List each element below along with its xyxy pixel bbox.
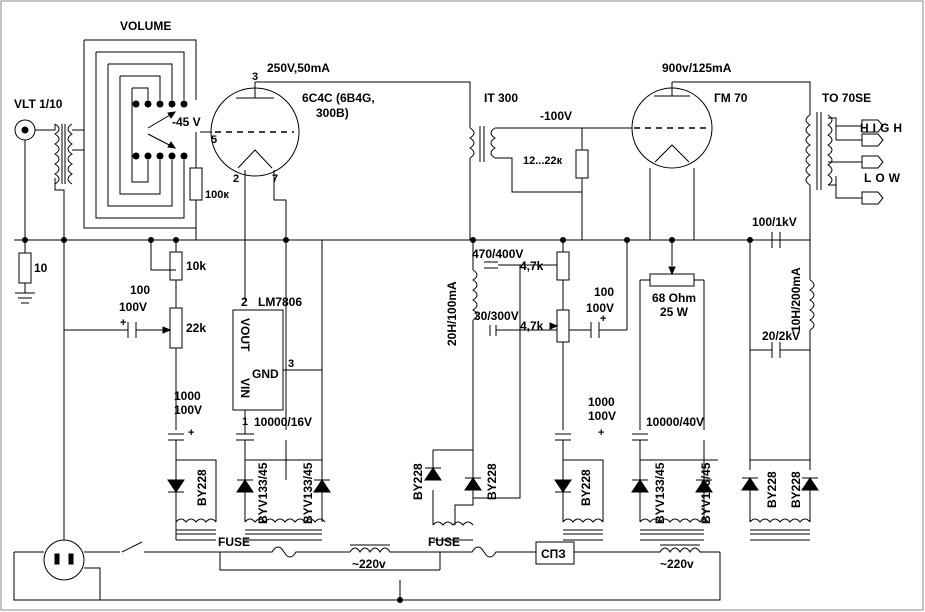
mains1-label: ~220v <box>352 557 386 571</box>
reg-pin3: 3 <box>288 358 294 370</box>
r-12-22k-label: 12...22к <box>523 155 563 167</box>
v2-plate-label: 900v/125mA <box>662 61 732 75</box>
supply-bias2: + 100 100V 1000 100V + BY228 <box>554 240 628 535</box>
cap-100b-v-label: 100V <box>586 301 614 315</box>
r-4k7a-label: 4,7k <box>520 259 544 273</box>
high-label: HIGH <box>860 121 906 135</box>
v1-name-2: 300B) <box>316 106 349 120</box>
volume-attenuator: VOLUME <box>72 19 197 229</box>
fuse2-label: FUSE <box>428 535 460 549</box>
v1-plate-label: 250V,50mA <box>267 61 330 75</box>
v1-pin3: 3 <box>252 71 258 83</box>
reg-name: LM7806 <box>258 295 302 309</box>
volume-label: VOLUME <box>120 19 171 33</box>
reg-vout: VOUT <box>238 318 252 352</box>
r-ground-label: 10 <box>34 261 48 275</box>
low-label: LOW <box>864 171 904 185</box>
spz-label: СПЗ <box>541 547 566 561</box>
by228-d-label: BY228 <box>579 469 593 506</box>
out-tr-label: TO 70SE <box>822 91 871 105</box>
v1-pin7: 7 <box>272 173 278 185</box>
tube-v2: 900v/125mA ГМ 70 <box>631 61 811 240</box>
reg-gnd: GND <box>252 367 279 381</box>
r-4k7b-label: 4,7k <box>520 319 544 333</box>
cap-10000-16-label: 10000/16V <box>254 415 312 429</box>
v1-name: 6C4C (6B4G, <box>302 91 375 105</box>
choke1-label: 20H/100mA <box>445 281 459 346</box>
cap-10000-40-label: 10000/40V <box>646 415 704 429</box>
cap-in-v-label: 100V <box>119 300 147 314</box>
v1-pin2: 2 <box>233 173 239 185</box>
v1-pin5: 5 <box>211 134 217 146</box>
reg-vin: VIN <box>238 378 252 398</box>
byv-c-label: BYV133/45 <box>653 462 667 524</box>
byv-a-label: BYV133/45 <box>256 462 270 524</box>
output-transformer: TO 70SE HIGH LOW <box>805 91 906 240</box>
cap-1000a-v-label: 100V <box>174 403 202 417</box>
svg-text:+: + <box>120 317 126 329</box>
by228-f-label: BY228 <box>789 471 803 508</box>
supply-filament: 68 Ohm 25 W 10000/40V BYV133/45 BYV133/4… <box>631 240 718 535</box>
svg-text:+: + <box>188 427 194 439</box>
cap-470-label: 470/400V <box>472 247 523 261</box>
cap-in-label: 100 <box>130 283 150 297</box>
byv-b-label: BYV133/45 <box>301 462 315 524</box>
input-label: VLT 1/10 <box>14 97 63 111</box>
r-grid-label: 100к <box>205 189 229 201</box>
by228-b-label: BY228 <box>411 463 425 500</box>
cap-20-2k-label: 20/2kV <box>762 329 800 343</box>
by228-a-label: BY228 <box>195 469 209 506</box>
v2-name: ГМ 70 <box>714 91 748 105</box>
supply-ht1: 20H/100mA 470/400V 30/300V 4,7k 4,7k BY2… <box>411 240 570 526</box>
reg-pin2: 2 <box>241 295 248 309</box>
cap-1000b-label: 1000 <box>588 395 615 409</box>
bias2-label: -100V <box>540 109 572 123</box>
input-stage: VLT 1/10 10 <box>14 97 73 304</box>
cap-100-1k-label: 100/1kV <box>752 215 797 229</box>
choke2-label: 10H/200mA <box>789 267 803 332</box>
r-68-w-label: 25 W <box>660 305 689 319</box>
bias-label: -45 V <box>172 115 201 129</box>
regulator: LM7806 2 VOUT GND VIN 3 1 10000/16V BYV1… <box>232 240 331 535</box>
by228-c-label: BY228 <box>485 463 499 500</box>
r-22k-label: 22k <box>186 321 206 335</box>
by228-e-label: BY228 <box>765 471 779 508</box>
cap-30-label: 30/300V <box>474 309 519 323</box>
r-68-label: 68 Ohm <box>652 291 696 305</box>
mains-section: FUSE ~220v FUSE СПЗ ~220v <box>13 240 721 603</box>
byv-d-label: BYV133/45 <box>699 462 713 524</box>
supply-bias: + 1000 100V BY228 <box>167 389 217 540</box>
bias-chain: 10k 22k 100 100V + <box>63 240 206 430</box>
r-10k-label: 10k <box>186 259 206 273</box>
interstage-transformer: IT 300 -100V 12...22к <box>469 91 650 240</box>
supply-ht2: 100/1kV 10H/200mA 20/2kV BY228 BY228 <box>741 215 819 535</box>
it-label: IT 300 <box>484 91 518 105</box>
cap-1000b-v-label: 100V <box>588 409 616 423</box>
cap-1000a-label: 1000 <box>174 389 201 403</box>
fuse1-label: FUSE <box>218 535 250 549</box>
mains2-label: ~220v <box>660 557 694 571</box>
cap-100b-label: 100 <box>594 285 614 299</box>
tube-v1: 250V,50mA 3 5 2 7 6C4C (6B4G, 300B) -45 … <box>172 61 471 300</box>
svg-text:+: + <box>600 313 606 325</box>
svg-text:+: + <box>598 427 604 439</box>
